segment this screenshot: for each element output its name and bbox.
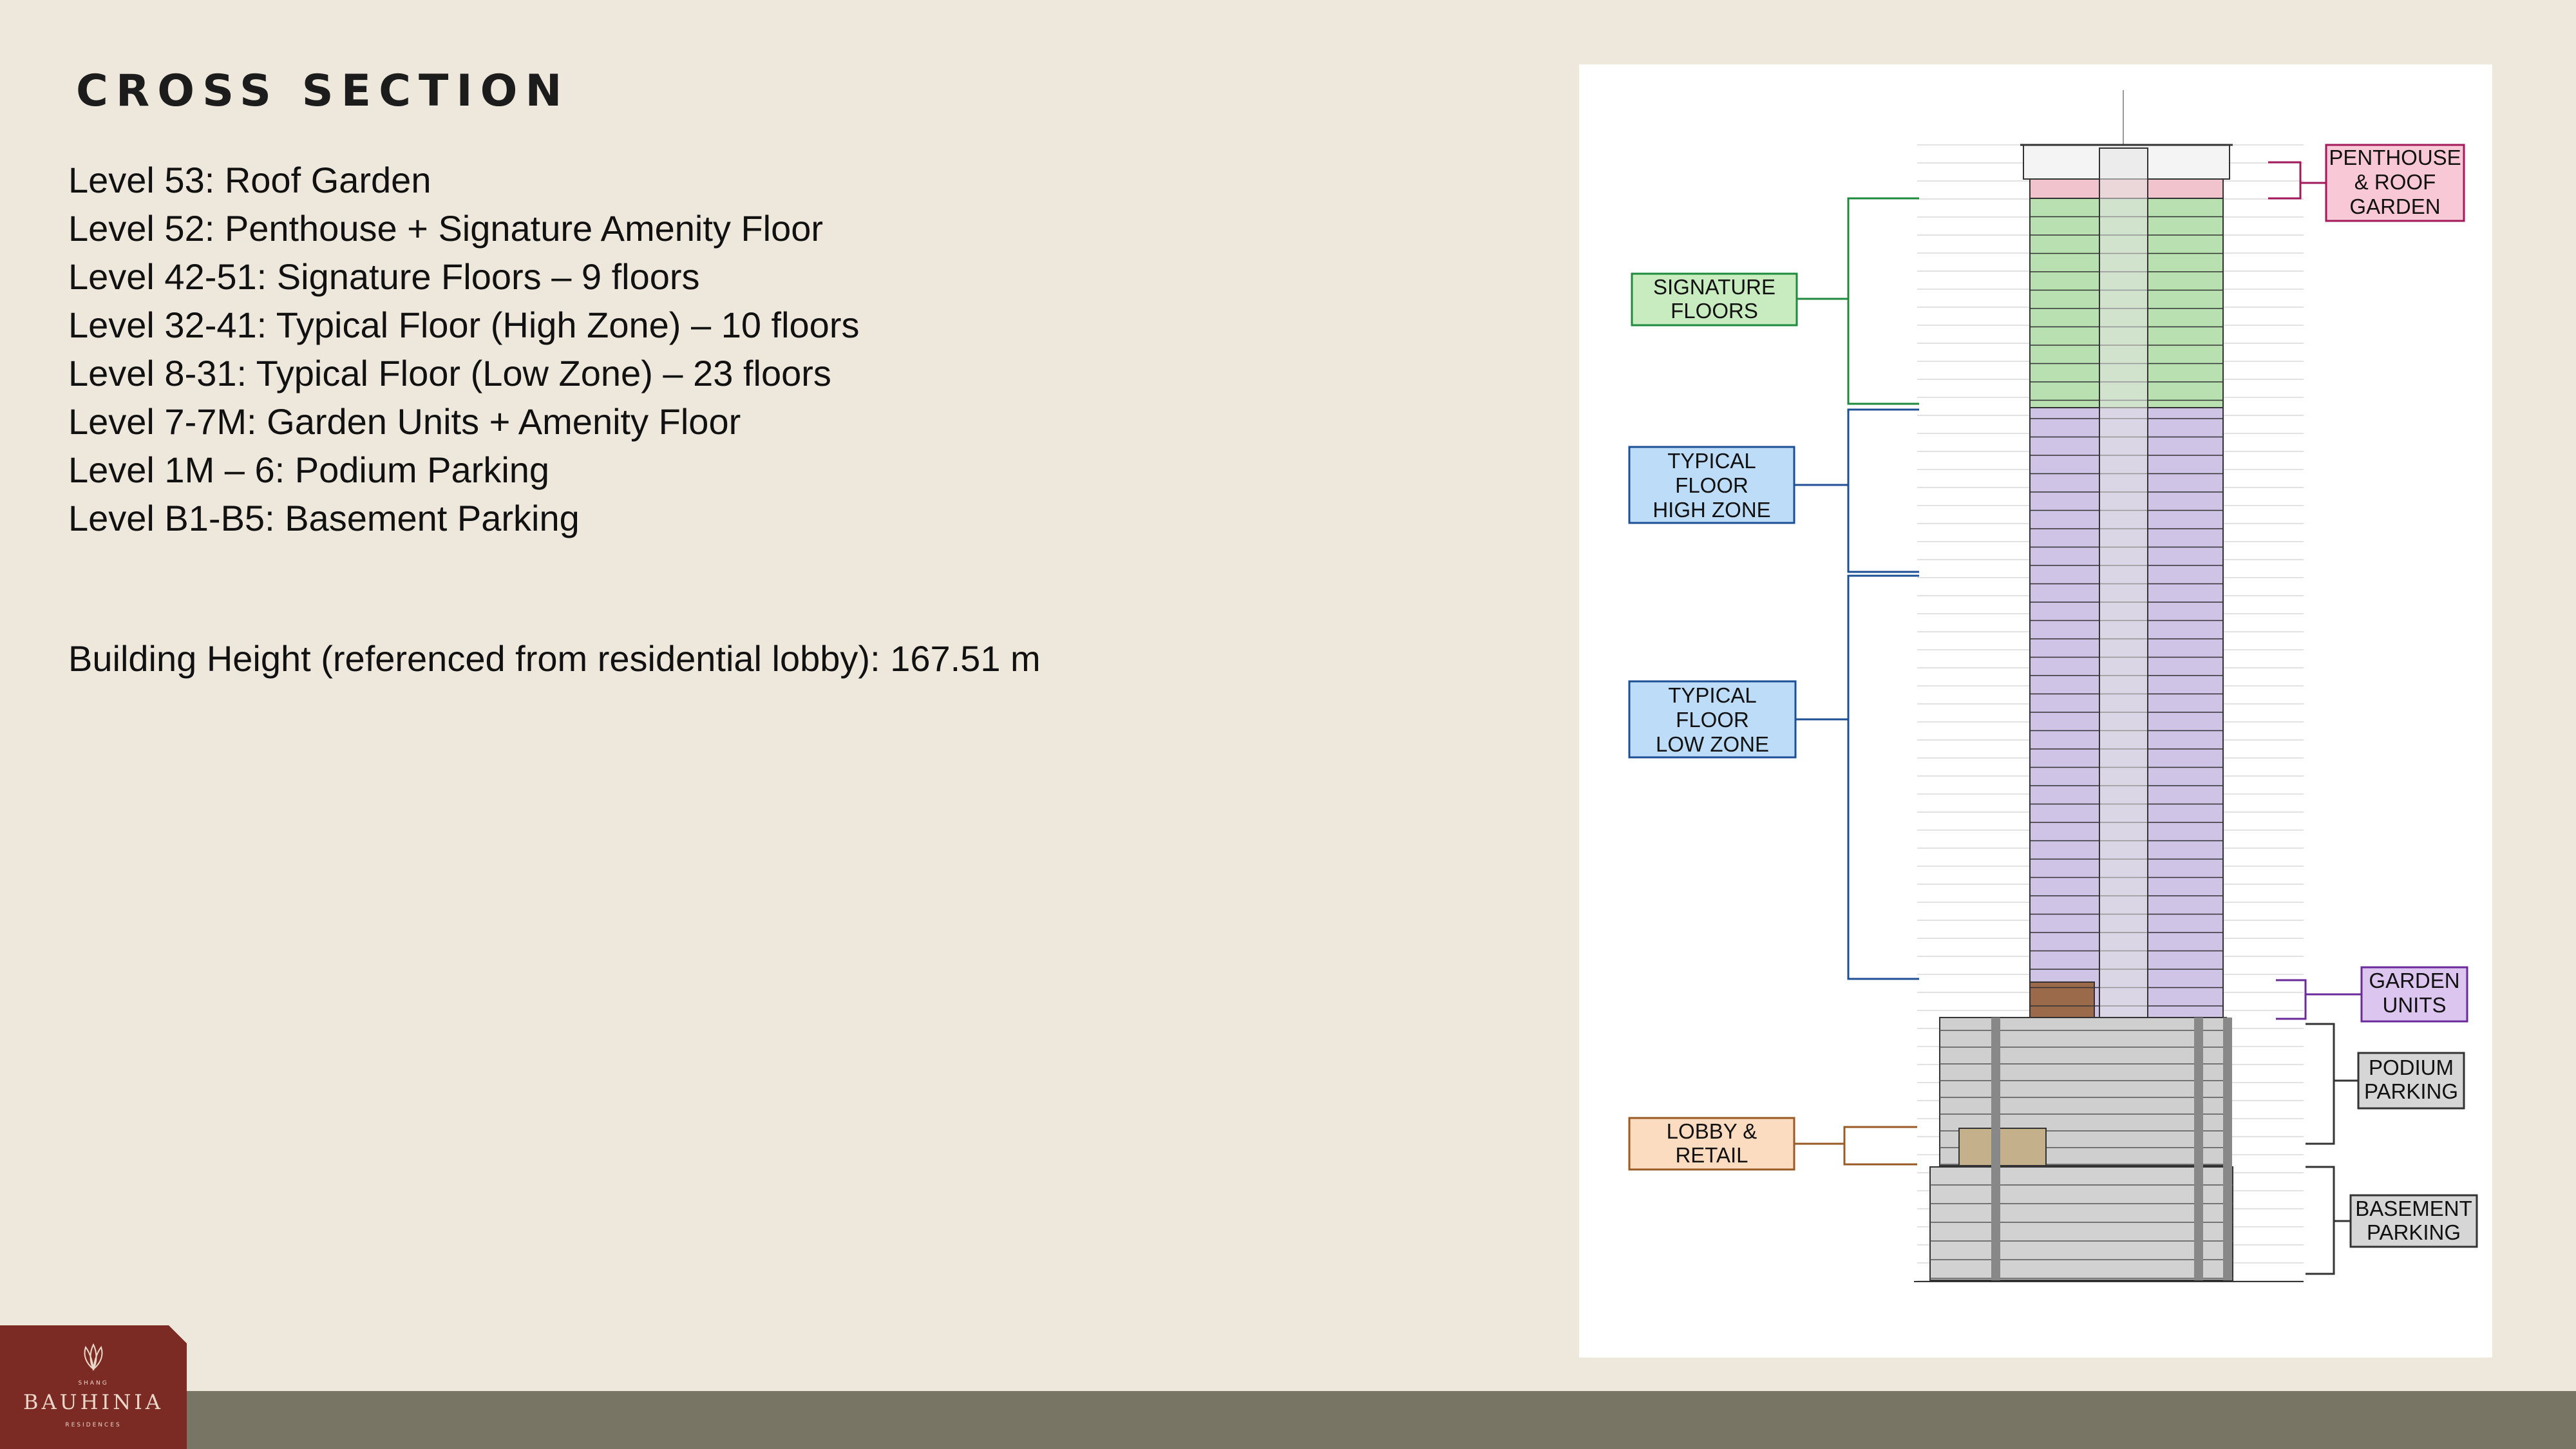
footer-bar (0, 1391, 2576, 1449)
basement-block (1929, 1166, 2233, 1281)
level-item-low-zone: Level 8-31: Typical Floor (Low Zone) – 2… (68, 353, 831, 393)
level-item-basement: Level B1-B5: Basement Parking (68, 498, 580, 538)
column (1991, 1018, 2000, 1280)
basement-parking-label: BASEMENT PARKING (2349, 1194, 2478, 1248)
zone-brackets (1794, 161, 2362, 1275)
level-item-penthouse: Level 52: Penthouse + Signature Amenity … (68, 208, 824, 249)
high-zone-label-line-3: HIGH ZONE (1653, 498, 1770, 522)
logo-brand-text: BAUHINIA (23, 1390, 164, 1414)
high-zone-label-line-1: TYPICAL (1667, 449, 1756, 473)
zone-bracket (2306, 1166, 2335, 1275)
lobby-label-line-1: LOBBY & (1667, 1119, 1757, 1143)
tower-section (1914, 90, 2304, 1282)
zone-bracket (2276, 979, 2307, 1020)
level-item-podium: Level 1M – 6: Podium Parking (68, 450, 550, 490)
level-item-signature: Level 42-51: Signature Floors – 9 floors (68, 256, 700, 297)
lobby-retail-label: LOBBY & RETAIL (1628, 1117, 1795, 1171)
level-item-high-zone: Level 32-41: Typical Floor (High Zone) –… (68, 305, 860, 345)
signature-label-line-2: FLOORS (1671, 299, 1758, 323)
cross-section-svg: PENTHOUSE & ROOF GARDEN SIGNATURE FLOORS… (1628, 90, 2478, 1282)
cross-section-diagram: PENTHOUSE & ROOF GARDEN SIGNATURE FLOORS… (1579, 64, 2492, 1358)
penthouse-label: PENTHOUSE & ROOF GARDEN (2325, 144, 2465, 222)
low-zone-label-line-3: LOW ZONE (1656, 732, 1769, 756)
low-zone-label-line-1: TYPICAL (1668, 683, 1757, 707)
signature-label-line-1: SIGNATURE (1653, 275, 1776, 299)
low-zone-label-line-2: FLOOR (1676, 708, 1749, 732)
zone-bracket (1847, 197, 1919, 405)
zone-bracket (2306, 1023, 2335, 1145)
zone-bracket (1847, 574, 1919, 980)
garden-label-line-2: UNITS (2383, 993, 2447, 1017)
podium-parking-label: PODIUM PARKING (2357, 1052, 2465, 1110)
basement-label-line-2: PARKING (2367, 1220, 2461, 1244)
signature-floors-label: SIGNATURE FLOORS (1631, 272, 1798, 327)
logo-sub-text: RESIDENCES (65, 1422, 122, 1428)
low-zone-label: TYPICAL FLOOR LOW ZONE (1628, 680, 1797, 759)
lobby-block (1958, 1128, 2047, 1166)
podium-label-line-2: PARKING (2364, 1079, 2458, 1103)
zone-bracket (1843, 1126, 1917, 1166)
penthouse-label-line-1: PENTHOUSE (2329, 146, 2461, 169)
building-height: Building Height (referenced from residen… (68, 638, 1041, 679)
zone-bracket (2268, 161, 2302, 200)
brand-logo: SHANG BAUHINIA RESIDENCES (0, 1325, 187, 1449)
logo-small-text: SHANG (78, 1380, 109, 1387)
garden-units-label: GARDEN UNITS (2360, 966, 2468, 1023)
column (2223, 1018, 2232, 1280)
penthouse-label-line-2: & ROOF (2354, 170, 2436, 194)
lobby-label-line-2: RETAIL (1675, 1143, 1748, 1167)
high-zone-label-line-2: FLOOR (1675, 473, 1748, 497)
high-zone-label: TYPICAL FLOOR HIGH ZONE (1628, 446, 1795, 524)
penthouse-label-line-3: GARDEN (2349, 194, 2440, 218)
zone-bracket (1847, 408, 1919, 573)
podium-label-line-1: PODIUM (2369, 1056, 2454, 1079)
garden-label-line-1: GARDEN (2369, 969, 2459, 992)
level-item-roof-garden: Level 53: Roof Garden (68, 160, 431, 200)
level-item-garden-units: Level 7-7M: Garden Units + Amenity Floor (68, 401, 741, 442)
column (2194, 1018, 2203, 1280)
page-title: CROSS SECTION (76, 66, 570, 117)
level-list: Level 53: Roof Garden Level 52: Penthous… (68, 156, 859, 542)
basement-label-line-1: BASEMENT (2355, 1197, 2472, 1220)
bauhinia-leaf-icon (84, 1343, 103, 1371)
